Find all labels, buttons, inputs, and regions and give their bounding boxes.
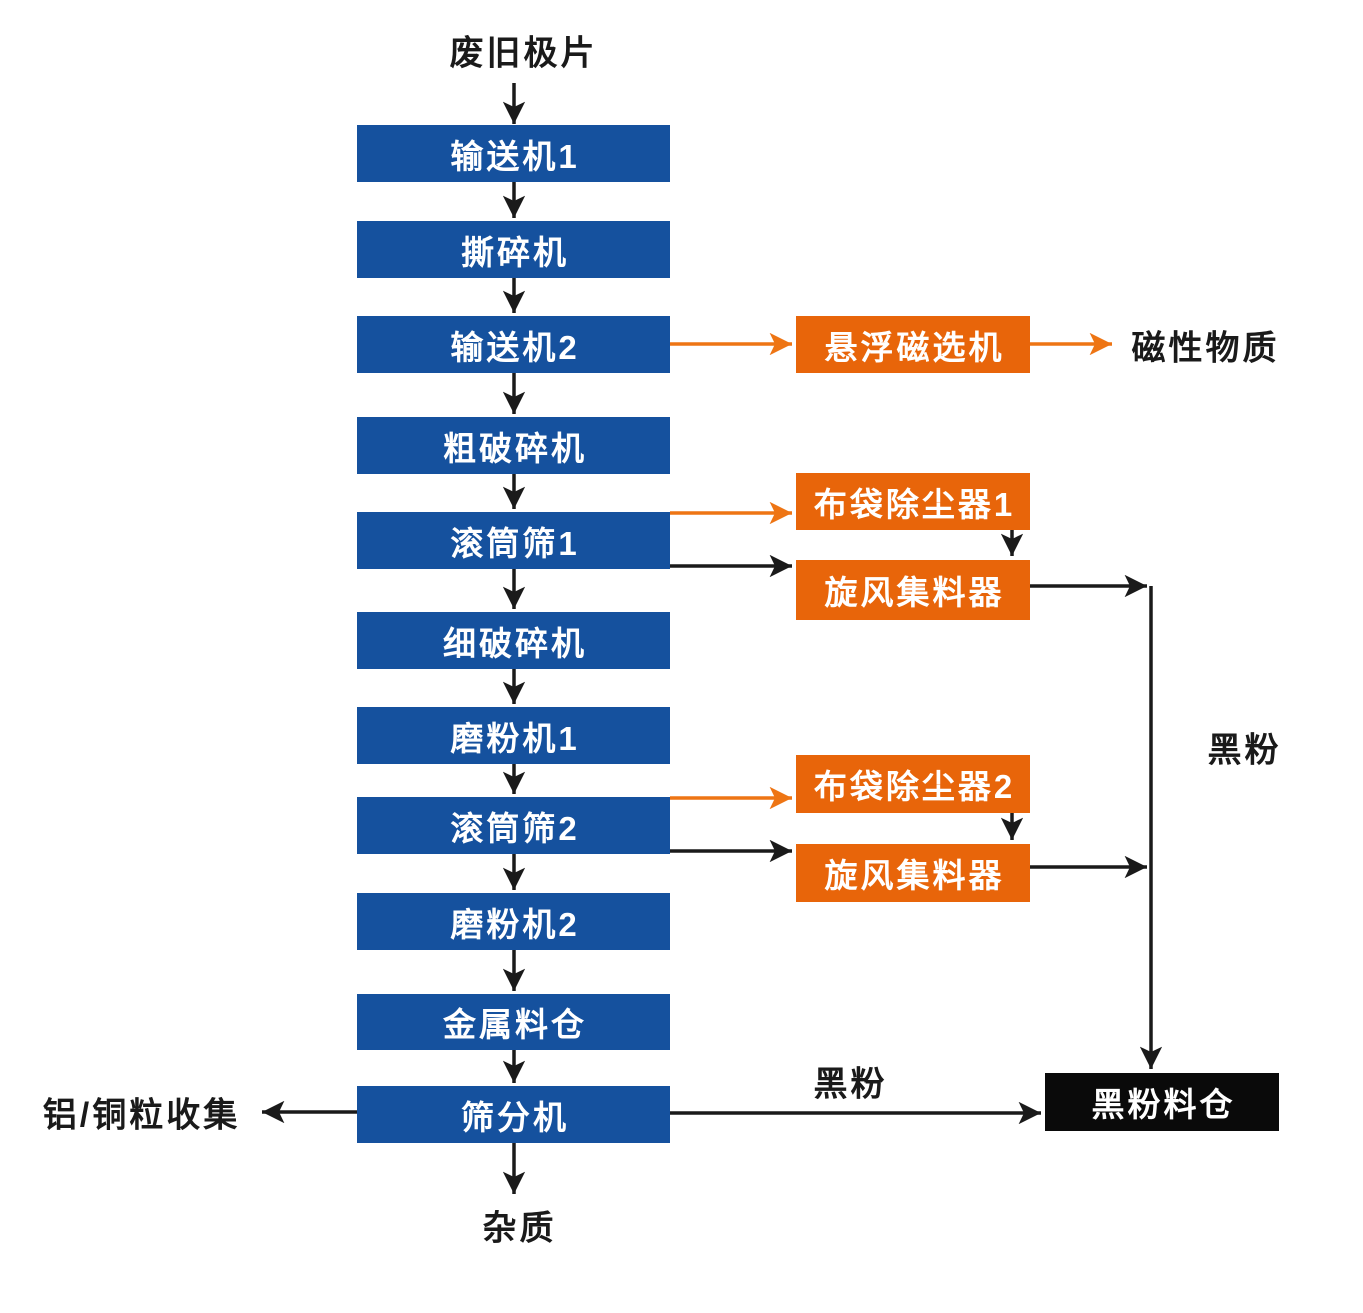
label-magnetic-material: 磁性物质 <box>1131 329 1280 368</box>
node-shredder: 撕碎机 <box>357 221 670 278</box>
node-drum-screen-1: 滚筒筛1 <box>357 512 670 569</box>
node-drum-screen-2: 滚筒筛2 <box>357 797 670 854</box>
node-fine-crusher: 细破碎机 <box>357 612 670 669</box>
label-black-powder-mid: 黑粉 <box>813 1065 888 1104</box>
node-conveyor-2: 输送机2 <box>357 316 670 373</box>
node-metal-silo: 金属料仓 <box>357 994 670 1050</box>
node-cyclone-collector-2: 旋风集料器 <box>796 844 1030 902</box>
node-bag-dust-collector-1: 布袋除尘器1 <box>796 473 1030 530</box>
node-mill-1: 磨粉机1 <box>357 707 670 764</box>
node-bag-dust-collector-2: 布袋除尘器2 <box>796 755 1030 813</box>
label-input: 废旧极片 <box>449 34 598 73</box>
label-black-powder-right: 黑粉 <box>1207 731 1282 770</box>
node-screening-machine: 筛分机 <box>357 1086 670 1143</box>
node-coarse-crusher: 粗破碎机 <box>357 417 670 474</box>
label-al-cu-collection: 铝/铜粒收集 <box>42 1096 241 1135</box>
node-magnetic-separator: 悬浮磁选机 <box>796 316 1030 373</box>
node-mill-2: 磨粉机2 <box>357 893 670 950</box>
label-impurities: 杂质 <box>482 1209 557 1248</box>
node-black-powder-silo: 黑粉料仓 <box>1045 1073 1279 1131</box>
node-cyclone-collector-1: 旋风集料器 <box>796 560 1030 620</box>
node-conveyor-1: 输送机1 <box>357 125 670 182</box>
